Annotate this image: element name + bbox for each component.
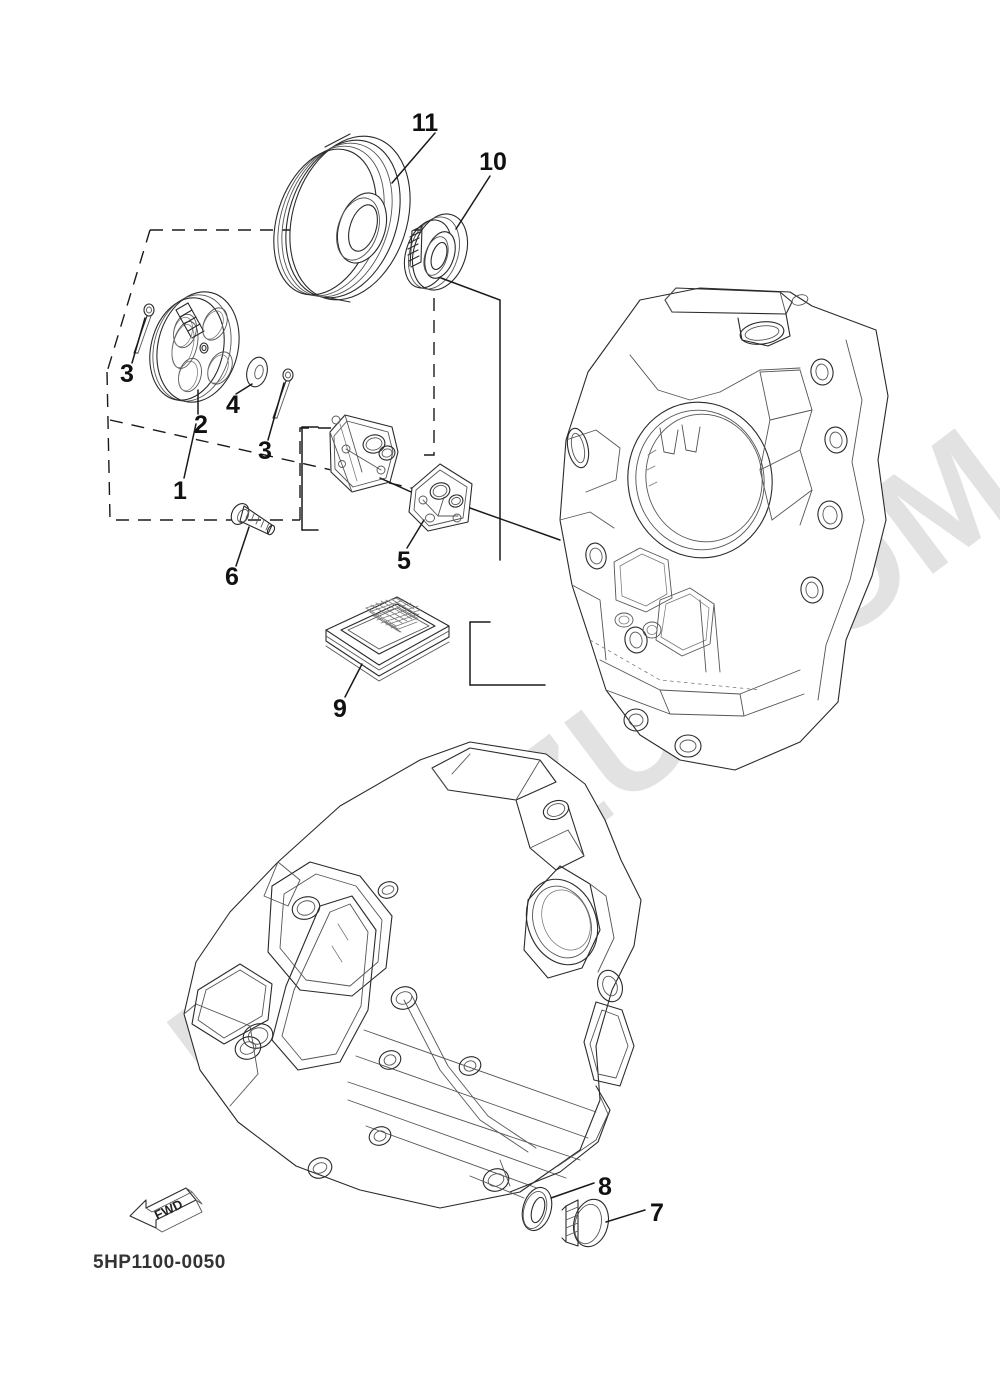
callout-3-right: 3 [258,437,272,465]
driven-gear-2 [149,291,240,403]
callout-1: 1 [173,477,187,505]
pump-cover-gasket-5 [408,463,561,541]
lower-crankcase-half [183,741,642,1209]
drive-gear-10 [403,213,501,561]
oil-strainer-9 [325,596,546,686]
part-number-label: 5HP1100-0050 [93,1252,226,1273]
callout-3-left: 3 [120,360,134,388]
fwd-marker [129,1187,203,1244]
pump-locator-bracket [301,426,319,531]
drain-plug-7 [561,1198,610,1248]
callout-2: 2 [194,411,208,439]
upper-crankcase-half [559,287,889,771]
callout-4: 4 [226,391,240,419]
callout-7: 7 [650,1199,664,1227]
leader-lines [131,132,646,1223]
callout-6: 6 [225,563,239,591]
callout-5: 5 [397,547,411,575]
callout-9: 9 [333,695,347,723]
callout-10: 10 [479,148,507,176]
fwd-label: FWD [152,1196,185,1222]
callout-8: 8 [598,1173,612,1201]
drain-gasket-8 [469,1159,553,1232]
drive-pulley-11 [273,133,411,303]
oil-pump-body [329,414,421,497]
shaft-washer-4 [246,356,268,388]
mounting-bolt-6 [230,503,276,536]
callout-11: 11 [412,109,439,137]
